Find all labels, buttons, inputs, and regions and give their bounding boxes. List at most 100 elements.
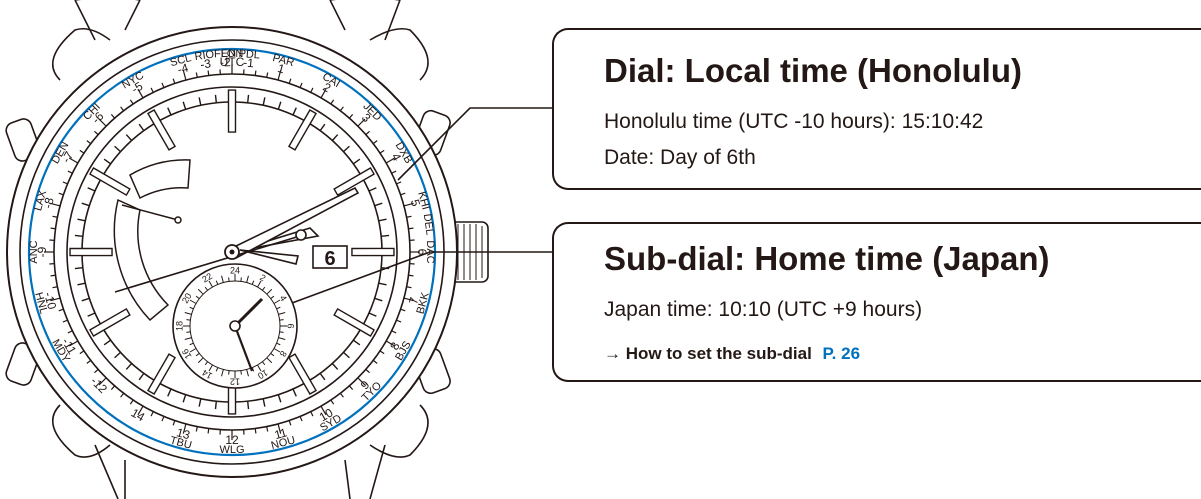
bezel-tick: [58, 308, 64, 312]
bezel-tick: [150, 87, 154, 93]
subdial-ticks: [183, 274, 287, 378]
dial-minute-tick: [319, 372, 326, 381]
bezel-tick: [79, 149, 85, 154]
dial-minute-tick: [74, 234, 83, 238]
bezel-tick: [385, 157, 396, 164]
dial-minute-tick: [331, 363, 339, 370]
dial-minute-tick: [292, 107, 297, 116]
subdial-tick: [215, 280, 219, 285]
subdial-minute-hand: [233, 325, 254, 372]
dial-minute-tick: [81, 297, 90, 302]
bezel-city-code: PDL: [238, 48, 260, 62]
subdial-tick: [240, 277, 242, 282]
subdial-tick: [195, 352, 200, 357]
callout-home-time-title: Sub-dial: Home time (Japan): [604, 240, 1050, 277]
dial-minute-tick: [87, 187, 96, 192]
bezel-tick: [120, 392, 125, 398]
subdial-tick: [257, 280, 262, 288]
bezel-tick: [50, 274, 56, 277]
hour-marker: [351, 247, 395, 257]
bezel-tick: [207, 70, 210, 76]
bezel-tick: [372, 140, 378, 145]
subdial-number: 22: [200, 271, 214, 285]
bezel-tick: [348, 385, 354, 390]
dial-minute-tick: [81, 202, 90, 207]
subdial-number: 10: [256, 367, 270, 381]
dial-minute-tick: [125, 134, 133, 141]
dial-minute-tick: [182, 394, 187, 403]
bezel-tick: [98, 377, 107, 386]
bezel-tick: [408, 227, 414, 230]
bezel-tick: [67, 170, 73, 174]
dial-minute-tick: [277, 101, 282, 110]
hour-marker: [89, 167, 131, 197]
subdial-help-link[interactable]: → How to set the sub-dial P. 26: [604, 344, 860, 364]
upper-sub-indicator-arc: [129, 159, 191, 200]
subdial-number: 6: [286, 323, 296, 328]
bezel-tick: [310, 87, 314, 93]
bezel-utc-offset: -3: [199, 56, 212, 71]
bezel-tick: [120, 106, 125, 112]
bezel-tick: [299, 416, 303, 422]
bezel-tick: [182, 423, 187, 434]
bezel-utc-offset: -2: [220, 55, 231, 69]
subdial-number: 4: [278, 294, 289, 303]
dial-minute-tick: [167, 107, 172, 116]
dial-minute-tick: [262, 97, 266, 106]
dial-minute-tick: [343, 351, 350, 359]
subdial-tick: [246, 275, 249, 283]
bezel-tick: [396, 319, 402, 323]
subdial-tick: [184, 312, 192, 315]
center-pivot-dot: [229, 249, 235, 255]
subdial-tick: [240, 370, 242, 375]
subdial-number: 18: [174, 321, 184, 331]
bezel-tick: [406, 286, 412, 289]
bezel-tick: [129, 99, 134, 105]
dial-minute-tick: [114, 351, 121, 359]
left-indicator-pivot: [174, 216, 182, 224]
dial-minute-tick: [292, 388, 297, 397]
bezel-tick: [357, 377, 366, 386]
bezel-tick: [172, 78, 176, 84]
bezel-tick: [357, 118, 366, 127]
link-page-ref[interactable]: P. 26: [822, 344, 861, 363]
bezel-city-code: DEL: [421, 213, 436, 236]
dial-minute-tick: [246, 401, 250, 410]
subdial-tick: [208, 364, 213, 372]
dial-minute-tick: [87, 312, 96, 317]
lower-lug-left: [94, 444, 126, 499]
subdial-tick: [270, 295, 275, 300]
subdial-tick: [221, 369, 224, 377]
subdial-tick: [208, 280, 213, 288]
subdial-tick: [246, 369, 249, 377]
bezel-tick: [277, 423, 282, 434]
dial-outer: [66, 86, 398, 418]
bezel-utc-offset: UTC: [220, 55, 245, 69]
bezel-tick: [266, 72, 269, 78]
subdial-tick: [189, 342, 194, 346]
bezel-tick: [348, 114, 354, 119]
bezel-utc-offset: -9: [35, 246, 49, 257]
bezel-utc-offset: 10: [317, 405, 336, 424]
dial-minute-tick: [138, 372, 145, 381]
bezel-utc-offset: -10: [41, 291, 59, 312]
upper-lug-left: [74, 0, 141, 41]
bezel-tick: [68, 340, 79, 347]
bezel-tick: [86, 140, 92, 145]
bezel-tick: [86, 359, 92, 364]
bezel-tick: [161, 82, 165, 88]
subdial-tick: [204, 286, 209, 291]
bezel-tick: [182, 70, 187, 81]
bezel-utc-offset: -8: [40, 196, 56, 210]
subdial-tick: [197, 288, 204, 295]
subdial-tick: [276, 306, 281, 310]
subdial-tick: [266, 288, 273, 295]
subdial-tick: [189, 306, 194, 310]
bezel-tick: [379, 350, 385, 355]
hour-marker: [333, 167, 375, 197]
bezel-tick: [400, 308, 406, 312]
subdial-tick: [186, 331, 191, 333]
subdial-tick: [228, 370, 230, 375]
subdial-hour-hand: [233, 297, 264, 328]
